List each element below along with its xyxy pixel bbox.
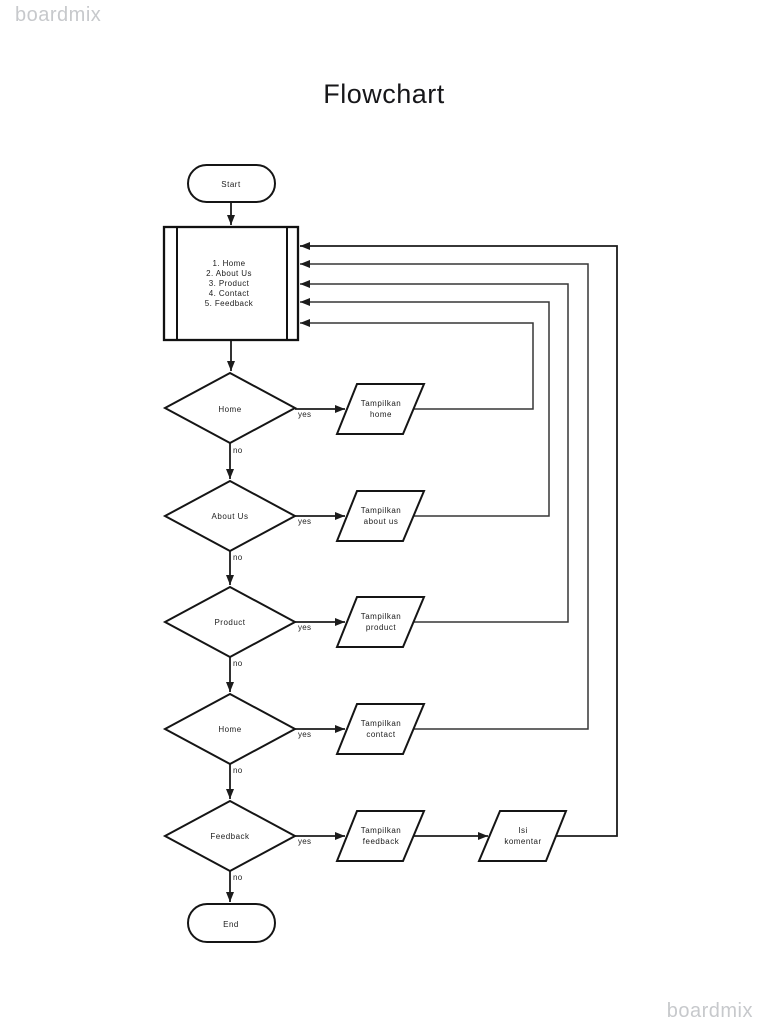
- menu-item-2: 2. About Us: [206, 269, 252, 278]
- end-shape[interactable]: [187, 903, 276, 943]
- comment-line1: Isi: [518, 826, 528, 835]
- loop-product-to-menu: [300, 280, 569, 623]
- label-yes-5: yes: [298, 837, 311, 846]
- label-no-4: no: [233, 766, 243, 775]
- decision-home-1-label: Home: [218, 405, 241, 414]
- menu-node[interactable]: 1. Home 2. About Us 3. Product 4. Contac…: [162, 225, 300, 342]
- label-no-3: no: [233, 659, 243, 668]
- loop-home-to-menu: [300, 319, 534, 410]
- output-aboutus-shape[interactable]: [335, 490, 426, 542]
- loop-comment-to-menu: [300, 242, 618, 837]
- menu-shape[interactable]: [162, 225, 300, 342]
- output-product-line2: product: [366, 623, 396, 632]
- label-no-2: no: [233, 553, 243, 562]
- output-home[interactable]: Tampilkan home: [335, 383, 426, 435]
- end-label: End: [223, 920, 239, 929]
- output-feedback-shape[interactable]: [335, 810, 426, 862]
- output-home-line1: Tampilkan: [361, 399, 402, 408]
- start-label: Start: [221, 180, 241, 189]
- decision-feedback[interactable]: Feedback: [162, 799, 298, 873]
- decision-aboutus[interactable]: About Us: [162, 479, 298, 553]
- output-feedback-line1: Tampilkan: [361, 826, 402, 835]
- decision-product-label: Product: [214, 618, 245, 627]
- menu-item-5: 5. Feedback: [205, 299, 254, 308]
- output-product-line1: Tampilkan: [361, 612, 402, 621]
- decision-aboutus-label: About Us: [212, 512, 249, 521]
- decision-home-2[interactable]: Home: [162, 692, 298, 766]
- comment-line2: komentar: [504, 837, 541, 846]
- output-contact[interactable]: Tampilkan contact: [335, 703, 426, 755]
- comment-shape[interactable]: [477, 810, 568, 862]
- label-yes-4: yes: [298, 730, 311, 739]
- output-contact-line2: contact: [366, 730, 396, 739]
- decision-home-2-shape[interactable]: [162, 692, 298, 766]
- output-home-shape[interactable]: [335, 383, 426, 435]
- output-aboutus-line2: about us: [364, 517, 399, 526]
- label-no-1: no: [233, 446, 243, 455]
- output-product[interactable]: Tampilkan product: [335, 596, 426, 648]
- label-yes-3: yes: [298, 623, 311, 632]
- edge-labels: yes no yes no yes no yes no yes no: [233, 410, 311, 882]
- menu-item-1: 1. Home: [212, 259, 245, 268]
- start-node[interactable]: Start: [187, 164, 276, 203]
- output-aboutus-line1: Tampilkan: [361, 506, 402, 515]
- output-home-line2: home: [370, 410, 392, 419]
- output-feedback[interactable]: Tampilkan feedback: [335, 810, 426, 862]
- output-contact-shape[interactable]: [335, 703, 426, 755]
- watermark-top-left: boardmix: [15, 4, 101, 26]
- comment-node[interactable]: Isi komentar: [477, 810, 568, 862]
- label-no-5: no: [233, 873, 243, 882]
- page-title: Flowchart: [323, 79, 445, 109]
- start-shape[interactable]: [187, 164, 276, 203]
- decision-product-shape[interactable]: [162, 585, 298, 659]
- connectors: [226, 202, 618, 902]
- output-feedback-line2: feedback: [363, 837, 400, 846]
- decision-home-1-shape[interactable]: [162, 371, 298, 445]
- watermark-bottom-right: boardmix: [667, 1000, 753, 1022]
- decision-home-1[interactable]: Home: [162, 371, 298, 445]
- decision-feedback-shape[interactable]: [162, 799, 298, 873]
- label-yes-1: yes: [298, 410, 311, 419]
- output-aboutus[interactable]: Tampilkan about us: [335, 490, 426, 542]
- output-contact-line1: Tampilkan: [361, 719, 402, 728]
- menu-item-3: 3. Product: [209, 279, 250, 288]
- label-yes-2: yes: [298, 517, 311, 526]
- decision-product[interactable]: Product: [162, 585, 298, 659]
- menu-item-4: 4. Contact: [209, 289, 250, 298]
- loop-aboutus-to-menu: [300, 298, 550, 517]
- loop-contact-to-menu: [300, 260, 589, 730]
- decision-aboutus-shape[interactable]: [162, 479, 298, 553]
- decision-home-2-label: Home: [218, 725, 241, 734]
- output-product-shape[interactable]: [335, 596, 426, 648]
- end-node[interactable]: End: [187, 903, 276, 943]
- decision-feedback-label: Feedback: [210, 832, 250, 841]
